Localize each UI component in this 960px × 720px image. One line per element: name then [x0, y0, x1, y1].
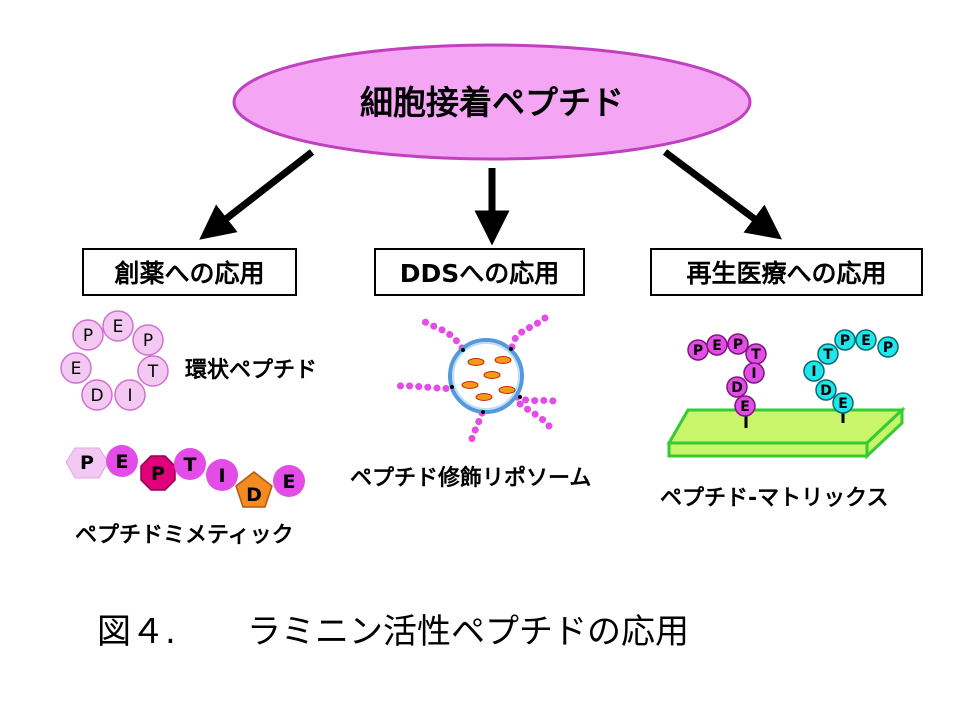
matrix-substrate	[666, 406, 906, 460]
ring-bead: E	[60, 352, 92, 384]
anchor-points	[450, 347, 522, 414]
chain-bead: E	[855, 329, 877, 351]
mimetic-unit: E	[273, 465, 305, 497]
svg-text:E: E	[116, 451, 129, 473]
category-label: 創薬への応用	[114, 259, 265, 288]
root-label: 細胞接着ペプチド	[360, 83, 624, 122]
svg-text:P: P	[83, 326, 93, 346]
mimetic-unit: E	[106, 445, 138, 477]
svg-text:E: E	[838, 396, 848, 412]
category-dds: DDSへの応用	[374, 248, 585, 296]
svg-text:D: D	[731, 380, 743, 396]
caption-peptide-liposome: ペプチド修飾リポソーム	[350, 466, 592, 491]
mimetic-unit: T	[174, 448, 206, 480]
svg-text:T: T	[184, 454, 197, 476]
svg-text:T: T	[823, 347, 833, 363]
svg-text:E: E	[740, 399, 750, 415]
mimetic-unit: P	[140, 455, 176, 491]
root-ellipse	[232, 43, 752, 161]
category-drug-discovery: 創薬への応用	[82, 248, 297, 296]
chain-bead: I	[743, 362, 765, 384]
matrix-chain-right: P E P T I D E	[803, 329, 899, 414]
ring-bead: P	[132, 324, 164, 356]
svg-text:P: P	[883, 340, 893, 356]
category-regenerative-medicine: 再生医療への応用	[650, 248, 923, 296]
mimetic-unit: I	[206, 459, 238, 491]
category-label: DDSへの応用	[399, 259, 560, 288]
chain-bead: P	[727, 333, 749, 355]
svg-text:E: E	[861, 333, 871, 349]
figure-title: ラミニン活性ペプチドの応用	[247, 612, 689, 652]
svg-text:I: I	[218, 465, 225, 487]
svg-text:P: P	[151, 463, 165, 485]
svg-text:I: I	[811, 364, 816, 380]
svg-text:T: T	[147, 362, 159, 382]
chain-bead: T	[745, 343, 767, 365]
svg-text:E: E	[113, 317, 124, 337]
svg-text:P: P	[80, 452, 94, 474]
drug-payload	[461, 356, 516, 401]
arrow-right	[662, 149, 783, 240]
ring-bead: E	[102, 310, 134, 342]
chain-bead: P	[834, 329, 856, 351]
svg-text:P: P	[733, 337, 743, 353]
chain-bead: D	[726, 376, 748, 398]
svg-text:E: E	[712, 338, 722, 354]
ring-bead: P	[72, 319, 104, 351]
svg-text:E: E	[283, 471, 296, 493]
cyclic-peptide-ring: P E P T I D E	[60, 310, 169, 411]
chain-bead: E	[706, 334, 728, 356]
svg-text:I: I	[751, 366, 756, 382]
svg-text:D: D	[246, 484, 262, 506]
liposome	[394, 314, 562, 450]
svg-text:T: T	[751, 347, 761, 363]
svg-text:D: D	[90, 386, 103, 406]
chain-bead: E	[832, 392, 854, 414]
figure-caption: 図４. ラミニン活性ペプチドの応用	[97, 604, 689, 653]
ring-bead: T	[137, 355, 169, 387]
mimetic-unit: D	[235, 471, 273, 508]
category-label: 再生医療への応用	[686, 259, 887, 288]
caption-peptide-mimetic: ペプチドミメティック	[75, 523, 294, 548]
mimetic-peptide: P E P T I D E	[65, 445, 305, 508]
chain-bead: E	[734, 395, 756, 417]
chain-bead: I	[803, 360, 825, 382]
caption-peptide-matrix: ペプチド-マトリックス	[660, 486, 889, 511]
ring-bead: D	[81, 379, 113, 411]
arrow-left	[199, 149, 315, 240]
chain-bead: D	[815, 379, 837, 401]
svg-text:P: P	[840, 333, 850, 349]
svg-text:P: P	[143, 331, 153, 351]
chain-bead: T	[817, 343, 839, 365]
caption-cyclic-peptide: 環状ペプチド	[185, 358, 318, 383]
mimetic-unit: P	[65, 447, 109, 479]
chain-bead: P	[877, 336, 899, 358]
ring-bead: I	[114, 379, 146, 411]
svg-text:I: I	[127, 386, 132, 406]
svg-text:E: E	[71, 359, 82, 379]
chain-bead: P	[687, 339, 709, 361]
matrix-chain-left: P E P T I D E	[687, 333, 767, 417]
svg-text:P: P	[693, 343, 703, 359]
svg-text:D: D	[820, 383, 832, 399]
figure-number: 図４.	[97, 612, 176, 652]
